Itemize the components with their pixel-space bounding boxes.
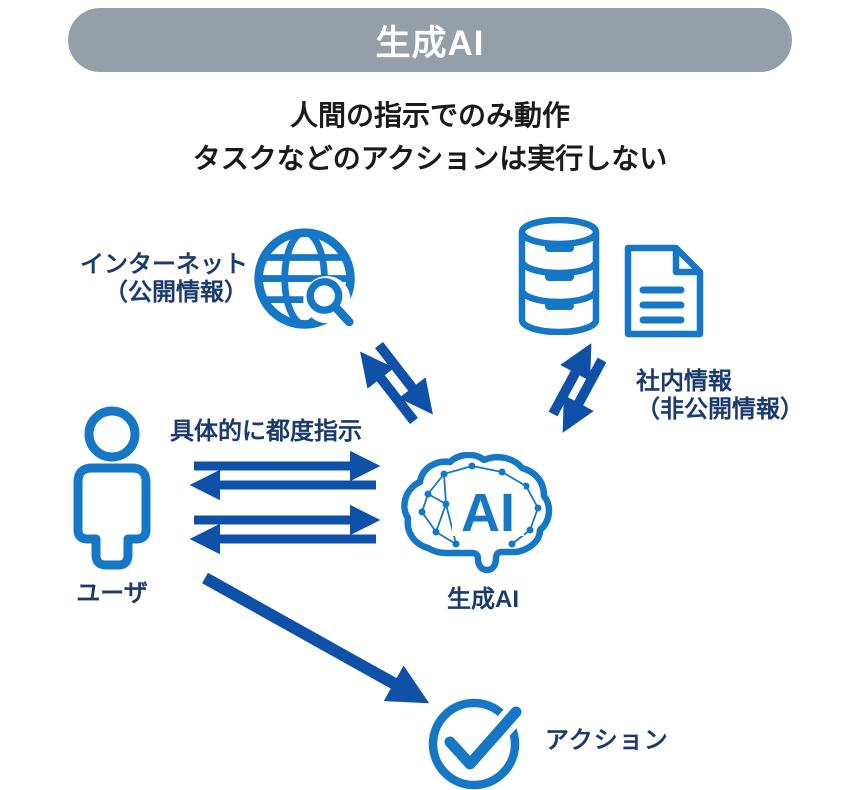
internet-label: インターネット （公開情報） bbox=[58, 251, 248, 307]
user-icon bbox=[73, 406, 151, 570]
ai-icon-text: AI bbox=[461, 483, 515, 543]
action-label: アクション bbox=[545, 727, 669, 755]
ai-label: 生成AI bbox=[418, 586, 548, 614]
internal-label-line2: （非公開情報） bbox=[636, 396, 804, 423]
check-circle-icon bbox=[428, 698, 526, 790]
user-label: ユーザ bbox=[60, 580, 164, 608]
action-label-text: アクション bbox=[545, 727, 669, 754]
internet-label-line2: （公開情報） bbox=[104, 279, 248, 306]
diagram-title: 人間の指示でのみ動作 タスクなどのアクションは実行しない bbox=[0, 94, 860, 180]
title-line-2: タスクなどのアクションは実行しない bbox=[192, 143, 668, 174]
instruction-label-text: 具体的に都度指示 bbox=[170, 418, 362, 445]
arrow-ai-to-internal bbox=[548, 343, 592, 417]
internet-label-line1: インターネット bbox=[80, 251, 248, 278]
globe-search-icon bbox=[254, 228, 355, 329]
header-pill-label: 生成AI bbox=[375, 23, 485, 63]
arrow-internet-to-ai bbox=[375, 341, 433, 415]
user-label-text: ユーザ bbox=[76, 580, 148, 607]
ai-brain-icon: AI bbox=[401, 452, 553, 574]
arrow-user-to-action bbox=[202, 572, 430, 704]
arrow-internal-to-ai bbox=[562, 357, 607, 433]
database-icon bbox=[518, 217, 600, 335]
internal-label: 社内情報 （非公開情報） bbox=[636, 368, 804, 424]
instruction-label: 具体的に都度指示 bbox=[170, 418, 362, 446]
internal-label-line1: 社内情報 bbox=[636, 368, 732, 395]
document-icon bbox=[624, 244, 704, 338]
ai-label-text: 生成AI bbox=[447, 586, 519, 613]
header-pill: 生成AI bbox=[68, 8, 792, 72]
title-line-1: 人間の指示でのみ動作 bbox=[289, 100, 570, 131]
